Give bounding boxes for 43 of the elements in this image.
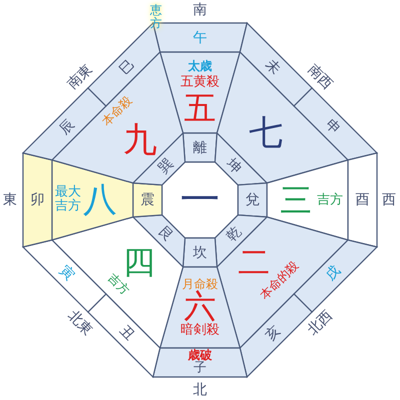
note-label: 吉方 [317,194,343,206]
number-label: 四 [123,246,155,278]
branch-label: 辰 [57,116,78,137]
number-label: 六 [184,290,216,322]
branch-label: 酉 [356,193,370,207]
branch-label: 未 [263,57,284,78]
branch-label: 丑 [116,322,137,343]
note-label: 月命殺 [182,278,218,290]
note-label: 最大吉方 [54,186,82,214]
trigram-label: 艮 [156,224,176,244]
number-label: 二 [238,246,270,278]
direction-label: 東 [3,193,17,207]
number-label: 八 [83,183,117,217]
direction-label: 北西 [305,308,335,338]
branch-label: 亥 [263,322,284,343]
direction-label: 南 [193,3,207,17]
trigram-label: 巽 [156,156,176,176]
number-label: 三 [280,184,312,216]
number-label: 七 [249,116,283,150]
direction-label: 南東 [65,62,95,92]
branch-label: 申 [322,116,343,137]
trigram-label: 坎 [193,246,207,260]
branch-label: 子 [194,362,206,374]
direction-label: 北 [193,383,207,397]
branch-label: 寅 [57,263,78,284]
branch-label: 巳 [116,57,137,78]
note-label: 五黄殺 [180,76,220,88]
number-label: 一 [180,180,220,220]
trigram-label: 乾 [224,224,244,244]
direction-label: 西 [382,193,396,207]
trigram-label: 坤 [224,156,244,176]
branch-label: 午 [193,30,207,44]
direction-label: 南西 [305,62,335,92]
trigram-label: 震 [140,193,154,207]
branch-label: 戌 [322,263,343,284]
note-label: 太歳 [188,60,212,72]
trigram-label: 離 [193,140,207,154]
note-label: 暗剣殺 [180,324,220,336]
branch-label: 卯 [30,193,44,207]
number-label: 五 [184,92,216,124]
trigram-label: 兌 [246,193,260,207]
note-label: 歳破 [188,349,212,361]
direction-label: 北東 [65,308,95,338]
